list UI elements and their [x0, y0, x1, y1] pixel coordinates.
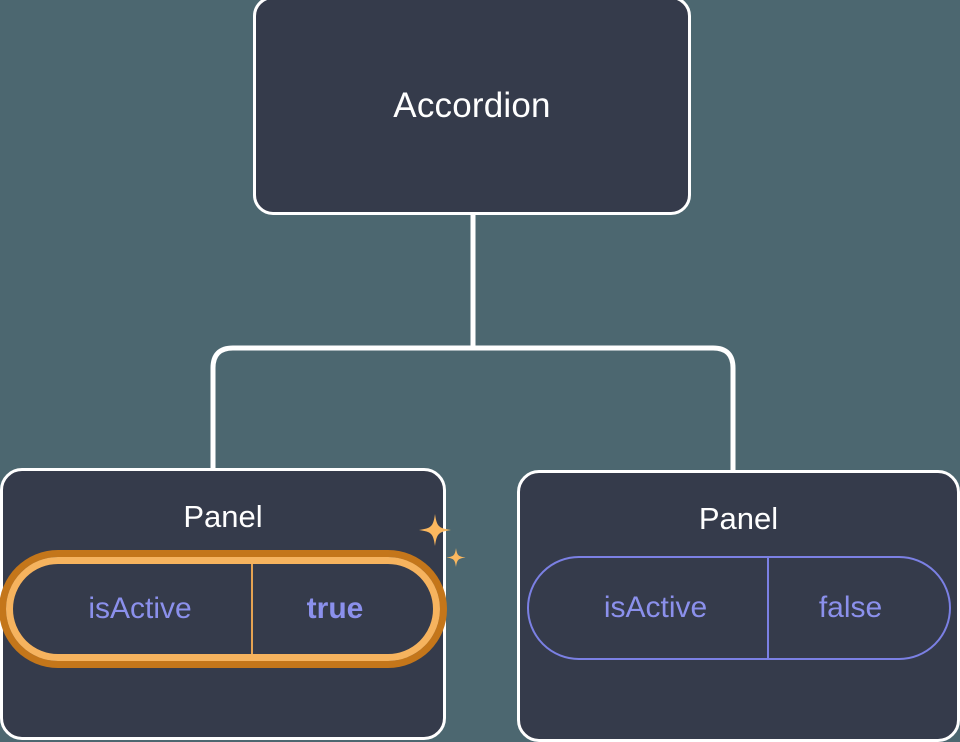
prop-pill-wrapper-right: isActive false	[526, 556, 951, 660]
prop-value-right: false	[766, 558, 949, 658]
node-panel-right[interactable]: Panel isActive false	[517, 470, 960, 742]
node-title-panel-right: Panel	[698, 501, 779, 536]
prop-value-left: true	[251, 564, 433, 654]
node-accordion[interactable]: Accordion	[253, 0, 691, 215]
prop-pill-isactive-false[interactable]: isActive false	[526, 556, 951, 660]
prop-key-left: isActive	[88, 592, 192, 625]
sparkle-large	[419, 514, 451, 546]
connector-branch-bus	[210, 345, 736, 470]
node-title-accordion: Accordion	[393, 86, 551, 125]
prop-pill-wrapper-left: isActive true	[0, 514, 466, 668]
node-panel-left[interactable]: Panel isActive true	[0, 468, 466, 740]
sparkle-small	[446, 548, 466, 567]
prop-key-right: isActive	[603, 591, 708, 624]
prop-pill-isactive-true[interactable]: isActive true	[6, 557, 440, 661]
node-title-panel-left: Panel	[183, 499, 263, 534]
